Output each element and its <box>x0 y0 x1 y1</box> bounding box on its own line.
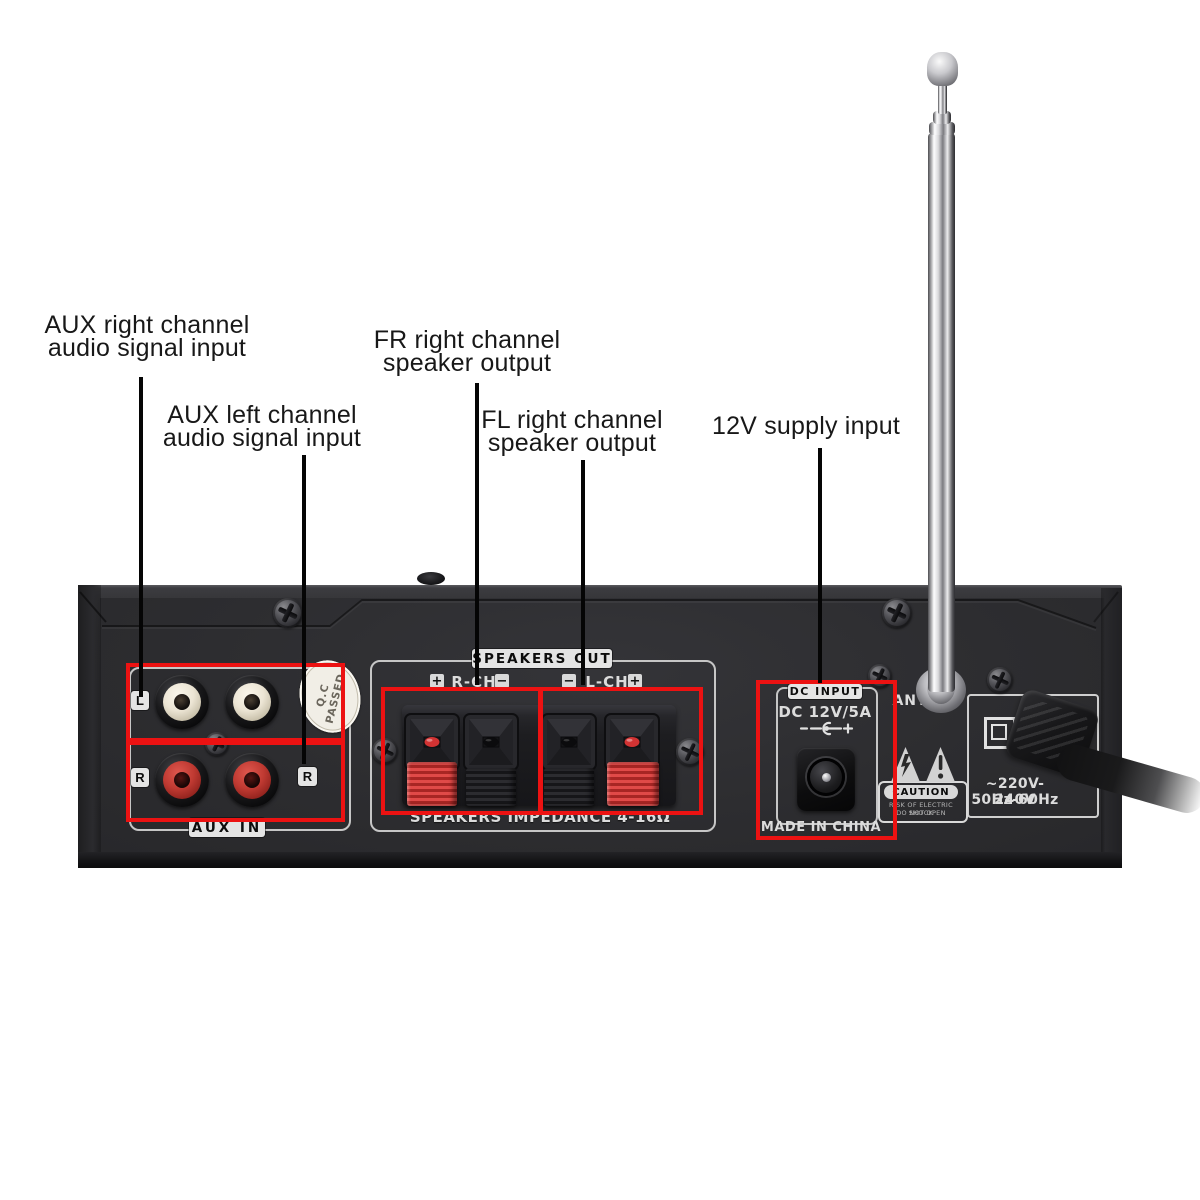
lch-plus-mark: + <box>628 673 642 689</box>
highlight-box-dc-input <box>756 680 897 840</box>
rca-jack-right-white <box>225 675 279 729</box>
rca-jack-left-red <box>155 753 209 807</box>
chassis-right-edge <box>1101 588 1122 864</box>
highlight-box-aux-bottom-row <box>126 741 345 822</box>
rch-label: R-CH <box>451 673 497 691</box>
general-warning-icon <box>926 747 955 782</box>
rca-jack-left-white <box>155 675 209 729</box>
callout-line-supply <box>818 448 822 683</box>
mains-voltage-label: ~220V-240V <box>985 776 1045 808</box>
mains-frequency-label: 50Hz-60Hz <box>971 792 1059 808</box>
annotation-aux-right: AUX right channel audio signal input <box>28 311 266 362</box>
annotation-aux-left: AUX left channel audio signal input <box>143 401 381 452</box>
made-in-china-label: MADE IN CHINA <box>760 820 882 835</box>
phillips-screw-dc <box>868 664 892 688</box>
annotation-supply: 12V supply input <box>687 412 925 440</box>
jack-label-l: L <box>131 691 149 710</box>
speaker-clip-lch-minus <box>541 713 597 771</box>
class-ii-insulation-inner <box>991 724 1007 740</box>
rca-hole <box>244 694 260 710</box>
speaker-clip-rch-minus <box>463 713 519 771</box>
jack-label-r-right: R <box>298 767 317 786</box>
antenna-collar-lower <box>929 122 955 135</box>
antenna-thin-segment <box>938 83 947 114</box>
phillips-screw-speaker-left <box>372 738 398 764</box>
callout-line-aux-left <box>302 455 306 764</box>
annotation-line: AUX right channel <box>44 311 250 339</box>
caution-line2: DO NOT OPEN <box>896 809 946 817</box>
annotation-line: speaker output <box>487 429 657 457</box>
aux-in-label: AUX IN <box>189 818 265 837</box>
annotation-fr: FR right channel speaker output <box>348 326 586 377</box>
rca-hole <box>174 772 190 788</box>
dc-polarity-icon <box>799 721 854 736</box>
phillips-screw-top-right <box>882 598 912 628</box>
jack-label-r-left: R <box>131 768 149 787</box>
rca-hole <box>244 772 260 788</box>
rch-plus-mark: + <box>430 673 444 689</box>
annotation-line: AUX left channel <box>167 401 357 429</box>
antenna-rod <box>928 133 955 692</box>
high-voltage-warning-icon <box>891 747 920 782</box>
annotation-line: audio signal input <box>162 424 362 452</box>
chassis-bottom-edge <box>78 852 1122 868</box>
annotation-line: FR right channel <box>373 326 561 354</box>
lch-minus-mark: − <box>562 673 576 689</box>
highlight-box-aux-top-row <box>126 663 345 742</box>
speaker-lever-black-lch <box>544 768 594 806</box>
highlight-box-rch-terminals <box>381 687 542 815</box>
callout-line-fr <box>475 383 479 685</box>
annotation-fl: FL right channel speaker output <box>453 406 691 457</box>
chassis-top-screw <box>417 572 445 585</box>
speaker-lever-black-rch <box>466 768 516 806</box>
chassis-left-edge <box>78 585 101 868</box>
annotation-line: 12V supply input <box>711 412 901 440</box>
dc-jack-pin <box>822 773 831 782</box>
speakers-out-label: SPEAKERS OUT <box>472 649 612 668</box>
rca-hole <box>174 694 190 710</box>
speaker-lever-red-rch <box>407 762 457 806</box>
dc-input-label: DC INPUT <box>788 684 862 699</box>
speaker-clip-rch-plus <box>404 713 460 771</box>
lch-label: L-CH <box>585 673 629 691</box>
callout-line-aux-right <box>139 377 143 697</box>
rca-jack-right-red <box>225 753 279 807</box>
rch-minus-mark: − <box>495 673 509 689</box>
speaker-clip-lch-plus <box>604 713 660 771</box>
caution-line1: RISK OF ELECTRIC SHOCK <box>889 801 953 817</box>
highlight-box-lch-terminals <box>539 687 703 815</box>
dc-rating-label: DC 12V/5A <box>778 703 872 721</box>
phillips-screw-top-left <box>273 598 303 628</box>
annotation-line: speaker output <box>382 349 552 377</box>
annotation-line: audio signal input <box>47 334 247 362</box>
antenna-tip-knob <box>927 52 958 86</box>
caution-title: CAUTION <box>884 785 958 799</box>
antenna-collar-upper <box>933 111 951 124</box>
speaker-lever-red-lch <box>607 762 659 806</box>
caution-label-box <box>878 781 968 823</box>
callout-line-fl <box>581 460 585 685</box>
phillips-screw-power <box>987 667 1013 693</box>
annotation-line: FL right channel <box>481 406 663 434</box>
